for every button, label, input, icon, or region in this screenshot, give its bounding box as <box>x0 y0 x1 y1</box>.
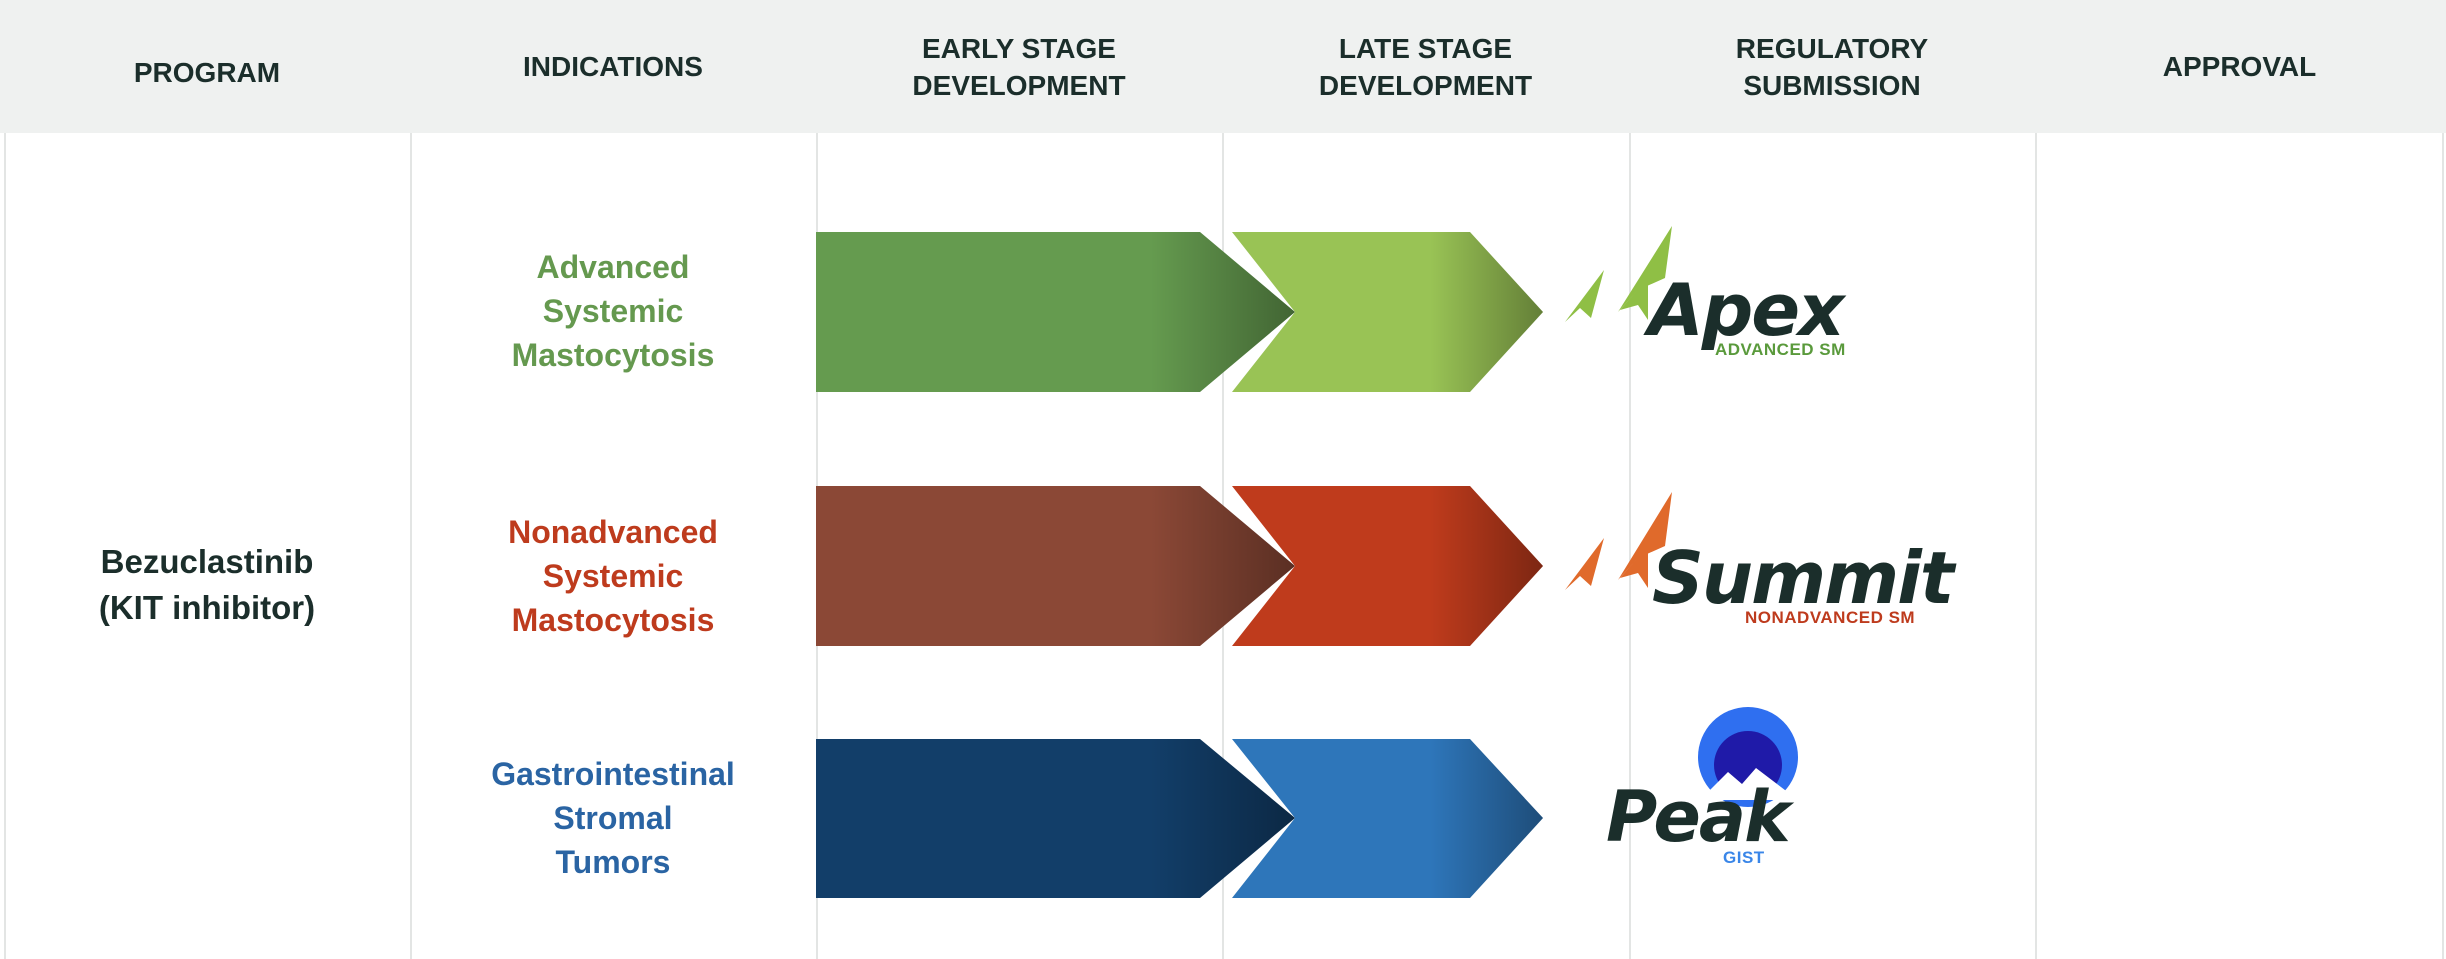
header-approval: APPROVAL <box>2162 51 2317 82</box>
logo-title: Apex <box>1648 268 1845 352</box>
late-arrow-shade <box>1430 739 1543 898</box>
double-arrow-icon <box>1565 226 1672 322</box>
column-divider <box>2035 0 2037 959</box>
logo-subtitle: GIST <box>1723 848 1765 867</box>
early-arrow-shade <box>1150 486 1295 646</box>
row-2-arrows <box>816 486 1543 646</box>
early-arrow-shade <box>1150 739 1295 898</box>
logo-title: Peak <box>1606 776 1791 858</box>
logo-subtitle: NONADVANCED SM <box>1745 608 1916 627</box>
header-indications: INDICATIONS <box>523 51 703 82</box>
mountain-peak-icon <box>1698 707 1798 807</box>
table-header: PROGRAM INDICATIONS EARLY STAGE DEVELOPM… <box>0 0 2446 133</box>
program-name: Bezuclastinib (KIT inhibitor) <box>98 543 316 626</box>
column-divider <box>410 0 412 959</box>
logo-subtitle: ADVANCED SM <box>1715 340 1846 359</box>
header-early-stage: EARLY STAGE DEVELOPMENT <box>912 32 1126 101</box>
late-arrow-shade <box>1430 232 1543 392</box>
column-divider <box>2442 0 2444 959</box>
column-divider <box>1629 0 1631 959</box>
row-1-arrows <box>816 232 1543 392</box>
logo-title: Summit <box>1652 536 1954 620</box>
header-late-stage: LATE STAGE DEVELOPMENT <box>1318 32 1533 101</box>
indication-label: Nonadvanced Systemic Mastocytosis <box>508 514 718 638</box>
column-divider <box>1222 0 1224 959</box>
header-regulatory: REGULATORY SUBMISSION <box>1735 32 1929 101</box>
indication-label: Gastrointestinal Stromal Tumors <box>491 756 735 880</box>
column-divider <box>4 0 6 959</box>
early-arrow-shade <box>1150 232 1295 392</box>
column-divider <box>816 0 818 959</box>
header-program: PROGRAM <box>133 57 281 88</box>
late-arrow-shade <box>1430 486 1543 646</box>
indication-label: Advanced Systemic Mastocytosis <box>511 249 715 373</box>
row-3-arrows <box>816 739 1543 898</box>
double-arrow-icon <box>1565 492 1672 590</box>
